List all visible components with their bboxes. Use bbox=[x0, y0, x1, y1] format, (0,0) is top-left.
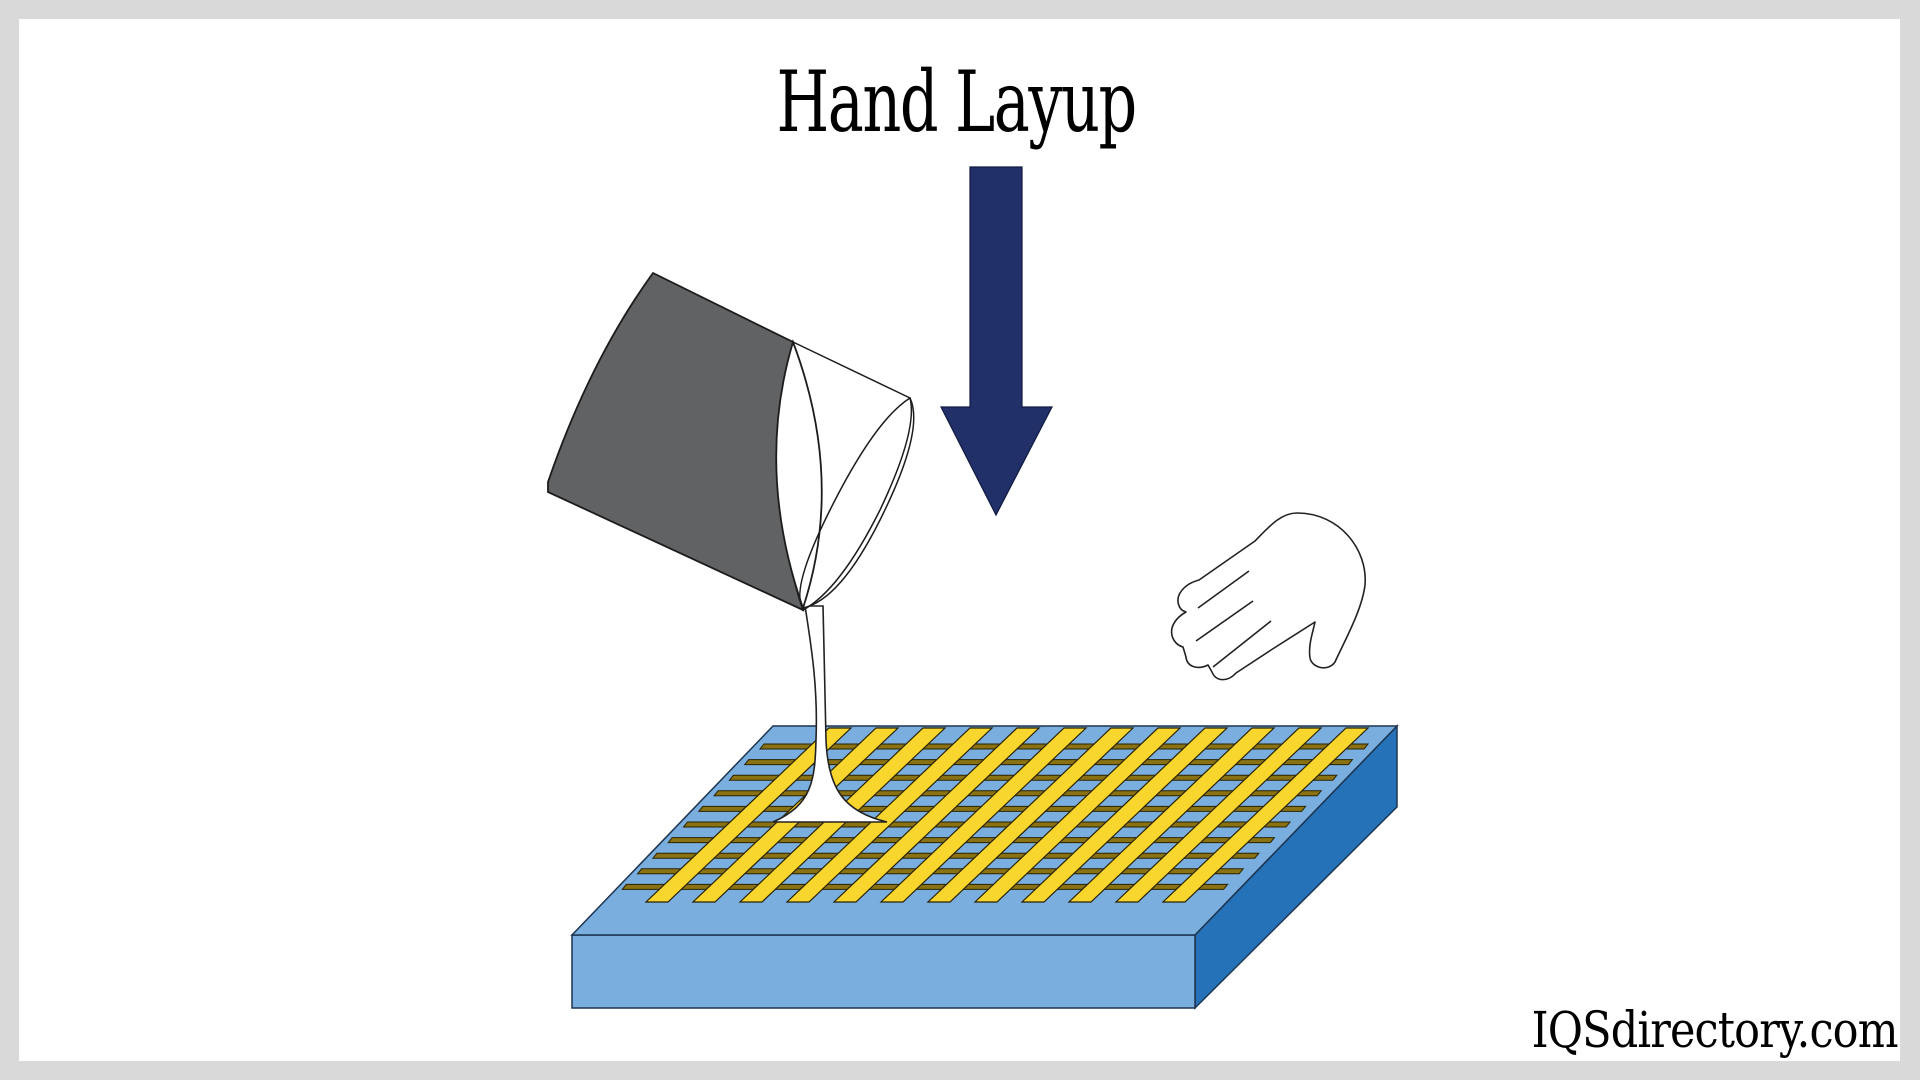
warp-fiber bbox=[1114, 727, 1323, 903]
resin-bucket-icon bbox=[547, 271, 915, 612]
warp-fiber bbox=[1020, 727, 1229, 903]
watermark: IQSdirectory.com bbox=[1531, 1001, 1899, 1059]
warp-fiber bbox=[644, 727, 853, 903]
warp-fiber bbox=[926, 727, 1135, 903]
resin-stream-icon bbox=[772, 605, 888, 823]
down-arrow-icon bbox=[940, 166, 1053, 517]
warp-fiber bbox=[973, 727, 1182, 903]
warp-fiber bbox=[879, 727, 1088, 903]
warp-fiber bbox=[1161, 727, 1370, 903]
hand-icon bbox=[1170, 512, 1366, 681]
figure-title: Hand Layup bbox=[776, 53, 1137, 151]
warp-fibers bbox=[644, 727, 1370, 903]
warp-fiber bbox=[785, 727, 994, 903]
warp-fiber bbox=[1067, 727, 1276, 903]
warp-fiber bbox=[832, 727, 1041, 903]
fiber-mat-icon bbox=[621, 727, 1370, 903]
